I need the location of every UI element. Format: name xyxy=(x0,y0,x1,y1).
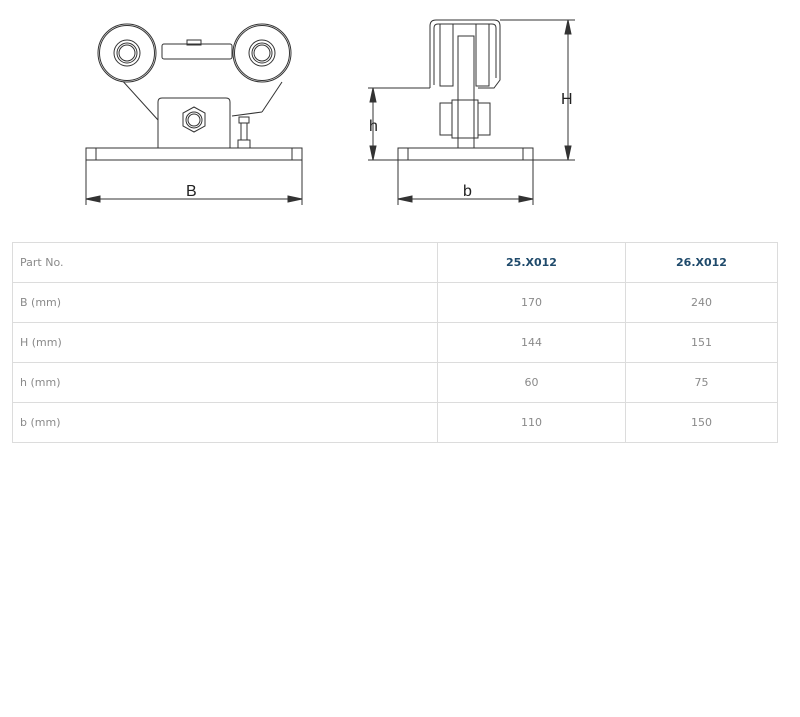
front-view xyxy=(368,19,575,205)
row-label: h (mm) xyxy=(12,362,438,403)
part-number: 26.X012 xyxy=(625,242,778,283)
row-label: b (mm) xyxy=(12,402,438,443)
cell: 144 xyxy=(437,322,626,363)
row-label: B (mm) xyxy=(12,282,438,323)
cell: 151 xyxy=(625,322,778,363)
cell: 240 xyxy=(625,282,778,323)
hex-nut xyxy=(182,106,206,133)
technical-drawing: B H h b xyxy=(85,19,575,205)
base-plate xyxy=(85,147,303,161)
dimension-h-label: h xyxy=(369,118,378,135)
table-row: h (mm) 60 75 xyxy=(12,362,778,403)
table-row: B (mm) 170 240 xyxy=(12,282,778,323)
table-header-row: Part No. 25.X012 26.X012 xyxy=(12,242,778,283)
part-number: 25.X012 xyxy=(437,242,626,283)
cell: 75 xyxy=(625,362,778,403)
dimension-b-label: b xyxy=(463,183,472,200)
right-wheel xyxy=(232,23,292,83)
left-wheel xyxy=(97,23,157,83)
table-row: H (mm) 144 151 xyxy=(12,322,778,363)
dimension-H-label: H xyxy=(561,91,573,108)
table-row: b (mm) 110 150 xyxy=(12,402,778,443)
cell: 150 xyxy=(625,402,778,443)
dimensions-table: Part No. 25.X012 26.X012 B (mm) 170 240 … xyxy=(12,242,778,443)
side-view xyxy=(85,23,303,205)
header-label: Part No. xyxy=(12,242,438,283)
cell: 110 xyxy=(437,402,626,443)
cell: 60 xyxy=(437,362,626,403)
cell: 170 xyxy=(437,282,626,323)
row-label: H (mm) xyxy=(12,322,438,363)
dimension-B-label: B xyxy=(186,183,197,200)
